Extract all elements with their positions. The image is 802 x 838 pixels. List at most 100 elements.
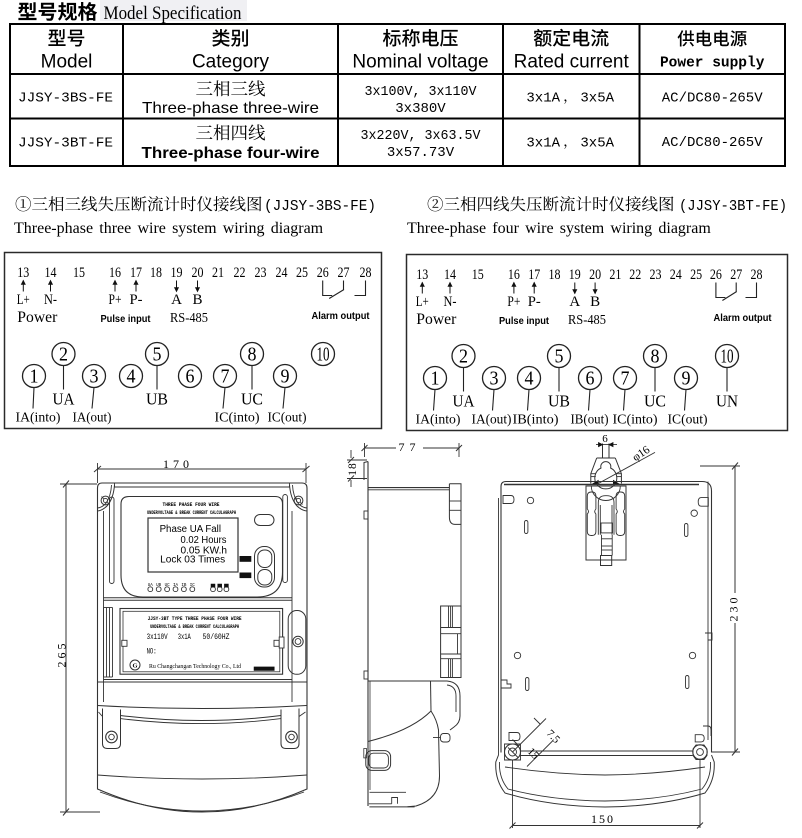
svg-text:Alarm output: Alarm output — [312, 310, 370, 322]
svg-text:5: 5 — [153, 344, 162, 366]
svg-text:23: 23 — [255, 265, 267, 281]
svg-text:IC(out): IC(out) — [668, 413, 708, 428]
svg-text:Power supply: Power supply — [660, 56, 765, 72]
svg-text:(JJSY-3BT-FE): (JJSY-3BT-FE) — [679, 199, 787, 215]
svg-text:Rated current: Rated current — [514, 52, 630, 73]
svg-text:28: 28 — [751, 267, 763, 283]
svg-text:3: 3 — [490, 368, 499, 390]
svg-text:24: 24 — [670, 267, 682, 283]
svg-text:77: 77 — [399, 440, 421, 454]
svg-text:Model: Model — [41, 52, 93, 73]
svg-text:10: 10 — [721, 346, 734, 368]
svg-text:UNDERVOLTAGE & BREAK CURRENT C: UNDERVOLTAGE & BREAK CURRENT CALCULAGRAP… — [147, 510, 236, 516]
svg-text:14: 14 — [45, 265, 57, 281]
svg-text:UNDERVOLTAGE & BREAK CURRENT C: UNDERVOLTAGE & BREAK CURRENT CALCULAGRAP… — [150, 624, 239, 630]
svg-text:UC: UC — [165, 584, 171, 588]
svg-text:23: 23 — [650, 267, 662, 283]
svg-text:Three-phase three wire system: Three-phase three wire system wiring dia… — [14, 220, 324, 237]
svg-text:(JJSY-3BS-FE): (JJSY-3BS-FE) — [264, 199, 376, 215]
svg-text:N-: N- — [44, 292, 57, 308]
svg-text:6: 6 — [602, 433, 608, 445]
svg-text:170: 170 — [163, 457, 193, 471]
svg-text:RS-485: RS-485 — [170, 311, 208, 326]
svg-text:26: 26 — [317, 265, 329, 281]
svg-text:IC(out): IC(out) — [268, 411, 307, 426]
svg-text:3x1A: 3x1A — [178, 633, 191, 642]
svg-text:265: 265 — [55, 641, 69, 668]
svg-text:THREE PHASE FOUR WIRE: THREE PHASE FOUR WIRE — [163, 502, 220, 508]
svg-text:IA: IA — [173, 584, 179, 588]
svg-text:UB: UB — [146, 390, 168, 409]
svg-text:IA(out): IA(out) — [472, 413, 512, 428]
svg-text:4: 4 — [525, 368, 534, 390]
svg-text:13: 13 — [17, 265, 29, 281]
svg-text:P+: P+ — [507, 294, 520, 310]
svg-text:IA(into): IA(into) — [416, 413, 461, 428]
svg-text:UA: UA — [148, 584, 154, 588]
svg-text:UA: UA — [453, 392, 476, 411]
svg-text:3: 3 — [90, 366, 99, 388]
svg-text:Category: Category — [192, 52, 270, 73]
svg-text:15: 15 — [73, 265, 85, 281]
svg-text:3x100V, 3x110V: 3x100V, 3x110V — [365, 84, 478, 100]
svg-text:17: 17 — [528, 267, 540, 283]
svg-text:19: 19 — [569, 267, 581, 283]
svg-text:18: 18 — [549, 267, 561, 283]
svg-text:2: 2 — [59, 344, 68, 366]
svg-text:3x1A: 3x1A — [526, 91, 560, 107]
svg-text:Pulse input: Pulse input — [101, 314, 152, 325]
svg-text:27: 27 — [730, 267, 742, 283]
svg-text:3x5A: 3x5A — [580, 136, 614, 152]
svg-text:UB: UB — [156, 584, 162, 588]
svg-text:0.05 KW.h: 0.05 KW.h — [181, 546, 228, 557]
svg-text:21: 21 — [212, 265, 224, 281]
svg-text:N-: N- — [444, 294, 457, 310]
svg-text:20: 20 — [589, 267, 601, 283]
svg-text:G: G — [132, 663, 137, 670]
svg-text:IB(into): IB(into) — [513, 413, 559, 428]
svg-text:L+: L+ — [17, 292, 30, 308]
svg-text:20: 20 — [192, 265, 204, 281]
svg-text:4: 4 — [127, 366, 136, 388]
svg-text:Three-phase three-wire: Three-phase three-wire — [142, 100, 319, 117]
svg-text:25: 25 — [690, 267, 702, 283]
svg-text:Three-phase four wire system w: Three-phase four wire system wiring diag… — [407, 220, 711, 237]
svg-text:18: 18 — [150, 265, 162, 281]
svg-text:P-: P- — [528, 294, 541, 310]
svg-text:16: 16 — [109, 265, 121, 281]
svg-text:16: 16 — [508, 267, 520, 283]
svg-text:RS-485: RS-485 — [568, 313, 606, 328]
svg-text:3x5A: 3x5A — [580, 91, 614, 107]
svg-text:Pulse input: Pulse input — [499, 316, 550, 327]
svg-text:B: B — [590, 294, 600, 310]
svg-text:P-: P- — [130, 292, 143, 308]
svg-text:A: A — [569, 294, 580, 310]
svg-text:AC/DC80-265V: AC/DC80-265V — [662, 135, 763, 151]
svg-text:27: 27 — [338, 265, 350, 281]
svg-text:A: A — [171, 292, 182, 308]
svg-text:25: 25 — [296, 265, 308, 281]
svg-text:UB: UB — [548, 392, 570, 411]
svg-text:P+: P+ — [109, 292, 122, 308]
svg-text:0.02 Hours: 0.02 Hours — [181, 535, 227, 546]
svg-text:3x57.73V: 3x57.73V — [387, 145, 455, 161]
svg-text:8: 8 — [248, 344, 257, 366]
svg-text:UC: UC — [241, 390, 263, 409]
svg-text:18: 18 — [347, 462, 359, 476]
svg-text:Alarm output: Alarm output — [714, 312, 772, 324]
svg-text:IA(out): IA(out) — [73, 411, 112, 426]
svg-text:Power: Power — [17, 309, 58, 326]
svg-text:IB(out): IB(out) — [571, 413, 609, 428]
svg-text:15: 15 — [472, 267, 484, 283]
svg-text:Ru Changchangan Technology Co.: Ru Changchangan Technology Co., Ltd — [149, 663, 242, 670]
svg-text:UN: UN — [716, 392, 738, 411]
svg-text:Lock 03 Times: Lock 03 Times — [160, 555, 225, 566]
svg-text:6: 6 — [186, 366, 195, 388]
svg-text:9: 9 — [281, 366, 290, 388]
svg-text:AC/DC80-265V: AC/DC80-265V — [662, 91, 763, 107]
svg-text:Model Specification: Model Specification — [104, 3, 242, 24]
svg-text:22: 22 — [629, 267, 641, 283]
svg-text:L+: L+ — [416, 294, 429, 310]
svg-text:IB: IB — [181, 584, 187, 588]
svg-text:B: B — [192, 292, 202, 308]
